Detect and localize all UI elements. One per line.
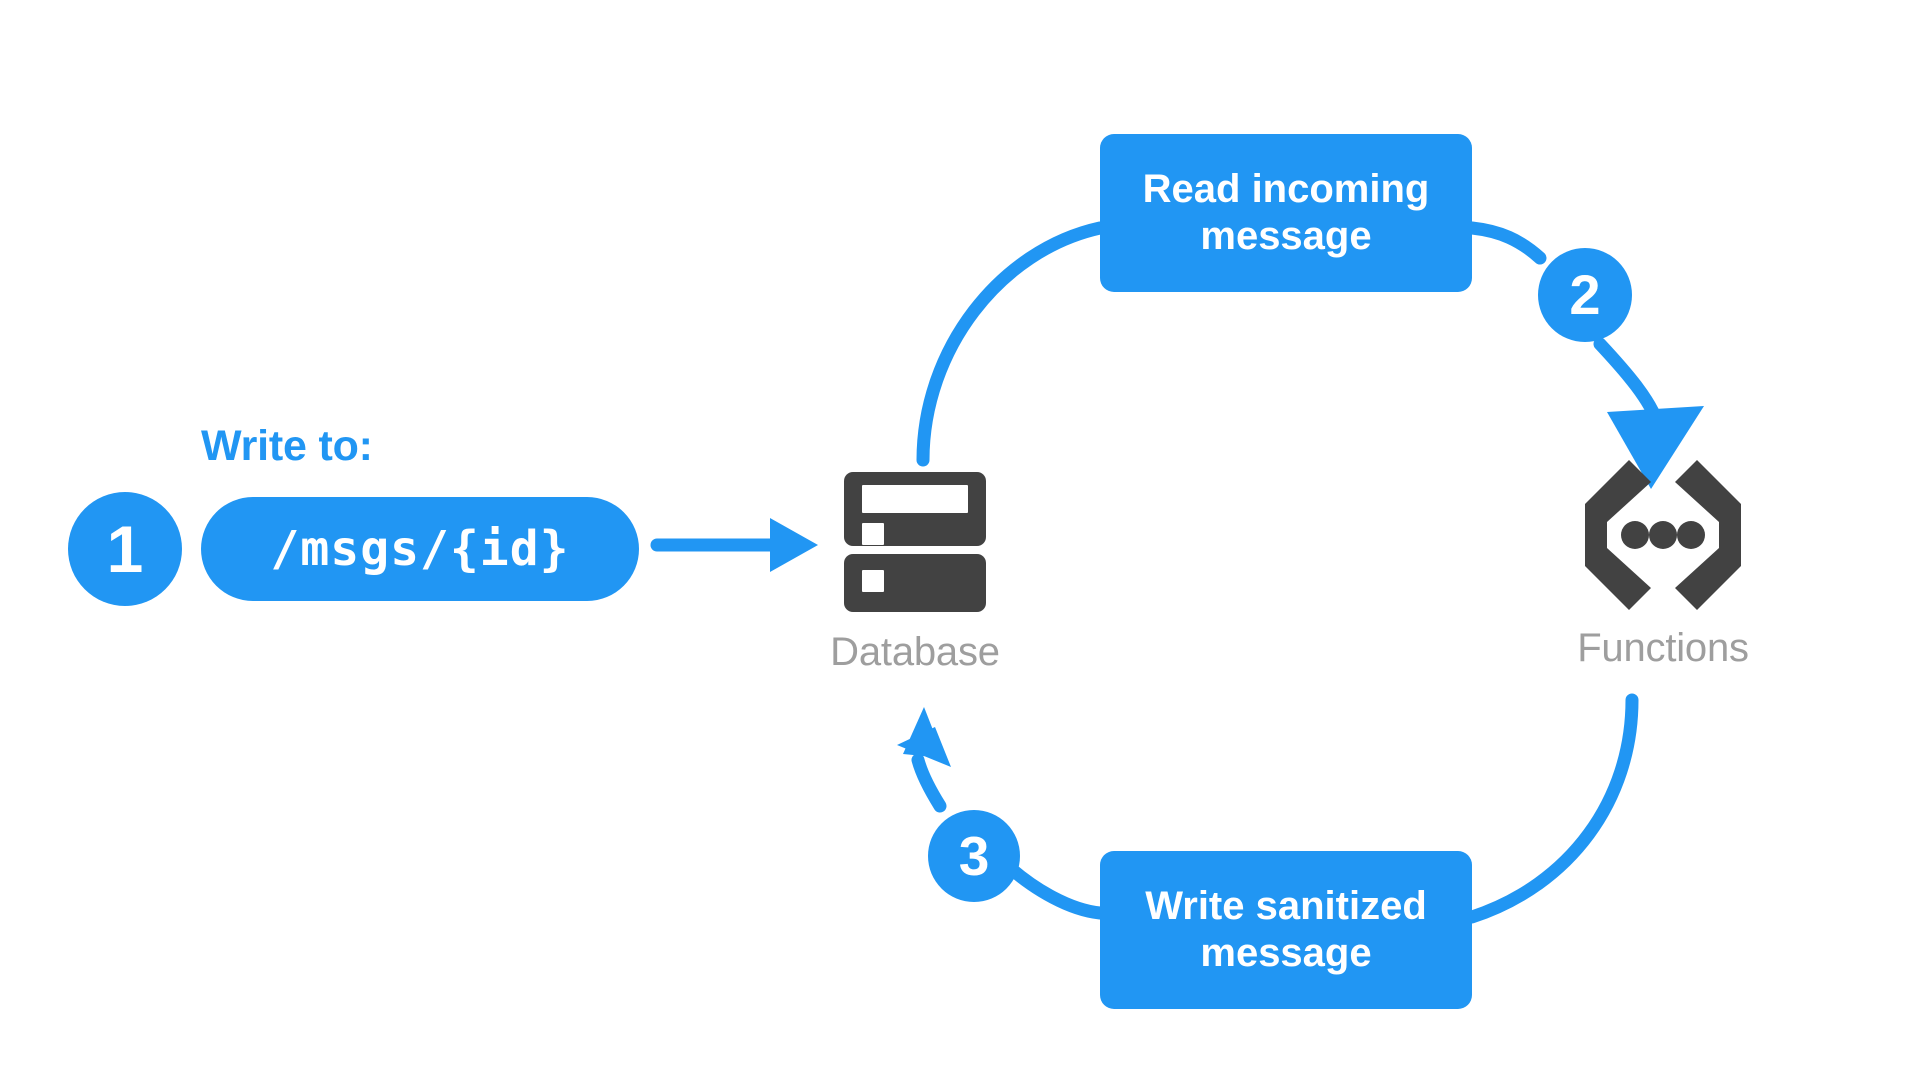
- action-box-write-sanitized-text: Write sanitized message: [1145, 883, 1427, 977]
- read-box-to-step2-stub: [1465, 221, 1547, 265]
- step-badge-3: 3: [928, 810, 1020, 902]
- functions-braces-icon: [1585, 460, 1741, 610]
- service-node-functions[interactable]: Functions: [1538, 460, 1788, 671]
- action-box-read-incoming-line2: message: [1200, 214, 1372, 258]
- database-to-read-box-curve: [916, 221, 1107, 467]
- write-to-label: Write to:: [201, 422, 373, 470]
- action-box-read-incoming-message[interactable]: Read incoming message: [1100, 134, 1472, 292]
- step-badge-1: 1: [68, 492, 182, 606]
- write-box-to-step3-stub: [1001, 859, 1107, 920]
- path-pill[interactable]: /msgs/{id}: [201, 497, 639, 601]
- functions-to-write-box-curve: [1465, 693, 1639, 924]
- action-box-write-sanitized-line1: Write sanitized: [1145, 883, 1427, 928]
- service-label-database: Database: [830, 630, 1000, 674]
- service-label-functions: Functions: [1577, 626, 1749, 670]
- path-pill-text: /msgs/{id}: [270, 521, 570, 577]
- database-icon: [844, 472, 986, 612]
- step-badge-2: 2: [1538, 248, 1632, 342]
- action-box-read-incoming-line1: Read incoming: [1142, 166, 1430, 211]
- action-box-write-sanitized-message[interactable]: Write sanitized message: [1100, 851, 1472, 1009]
- write-box-to-database-arrow: [897, 707, 951, 813]
- action-box-write-sanitized-line2: message: [1200, 931, 1372, 975]
- pill-to-database-arrow: [650, 518, 818, 572]
- action-box-read-incoming-text: Read incoming message: [1143, 166, 1430, 260]
- read-box-to-functions-arrow: [1593, 337, 1704, 489]
- service-node-database[interactable]: Database: [790, 468, 1040, 675]
